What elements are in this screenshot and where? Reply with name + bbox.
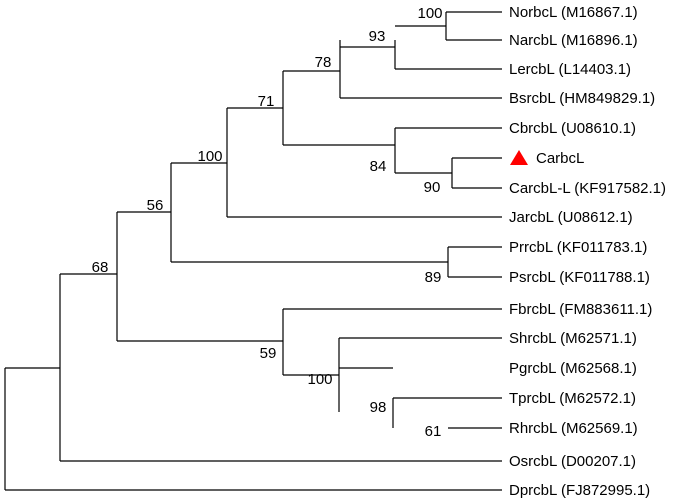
leaf-label-pgrcbl: PgrcbL (M62568.1) [509, 360, 637, 377]
leaf-label-dprcbl: DprcbL (FJ872995.1) [509, 482, 650, 499]
leaf-label-carcbl: CarbcL [536, 150, 584, 167]
bootstrap-value: 90 [424, 179, 441, 196]
leaf-label-cbrcbl: CbrcbL (U08610.1) [509, 120, 636, 137]
leaf-label-bsrcbl: BsrcbL (HM849829.1) [509, 90, 655, 107]
support-values: 100 93 78 71 84 90 100 56 89 68 59 100 98 61 [92, 5, 443, 440]
leaf-label-carcbl-l: CarcbL-L (KF917582.1) [509, 180, 666, 197]
bootstrap-value: 98 [370, 399, 387, 416]
red-triangle-icon [510, 150, 528, 165]
leaf-label-shrcbl: ShrcbL (M62571.1) [509, 330, 637, 347]
leaf-label-rhrcbl: RhrcbL (M62569.1) [509, 420, 638, 437]
bootstrap-value: 59 [260, 345, 277, 362]
leaf-label-jarcbl: JarcbL (U08612.1) [509, 209, 633, 226]
bootstrap-value: 100 [307, 371, 332, 388]
bootstrap-value: 84 [370, 158, 387, 175]
leaf-label-narbcl: NarcbL (M16896.1) [509, 32, 638, 49]
leaf-label-lercbl: LercbL (L14403.1) [509, 61, 631, 78]
leaf-labels: NorbcL (M16867.1) NarcbL (M16896.1) LercbL… [509, 4, 666, 499]
leaf-label-norbcl: NorbcL (M16867.1) [509, 4, 638, 21]
bootstrap-value: 78 [315, 54, 332, 71]
bootstrap-value: 71 [258, 93, 275, 110]
leaf-label-psrcbl: PsrcbL (KF011788.1) [509, 269, 650, 286]
bootstrap-value: 56 [147, 197, 164, 214]
leaf-label-tprcbl: TprcbL (M62572.1) [509, 390, 636, 407]
bootstrap-value: 89 [425, 269, 442, 286]
bootstrap-value: 68 [92, 259, 109, 276]
bootstrap-value: 61 [425, 423, 442, 440]
leaf-label-fbrcbl: FbrcbL (FM883611.1) [509, 301, 652, 318]
tree-branches [4, 11, 502, 491]
leaf-label-osrcbl: OsrcbL (D00207.1) [509, 453, 636, 470]
leaf-label-prrcbl: PrrcbL (KF011783.1) [509, 239, 647, 256]
bootstrap-value: 93 [369, 28, 386, 45]
bootstrap-value: 100 [197, 148, 222, 165]
bootstrap-value: 100 [417, 5, 442, 22]
